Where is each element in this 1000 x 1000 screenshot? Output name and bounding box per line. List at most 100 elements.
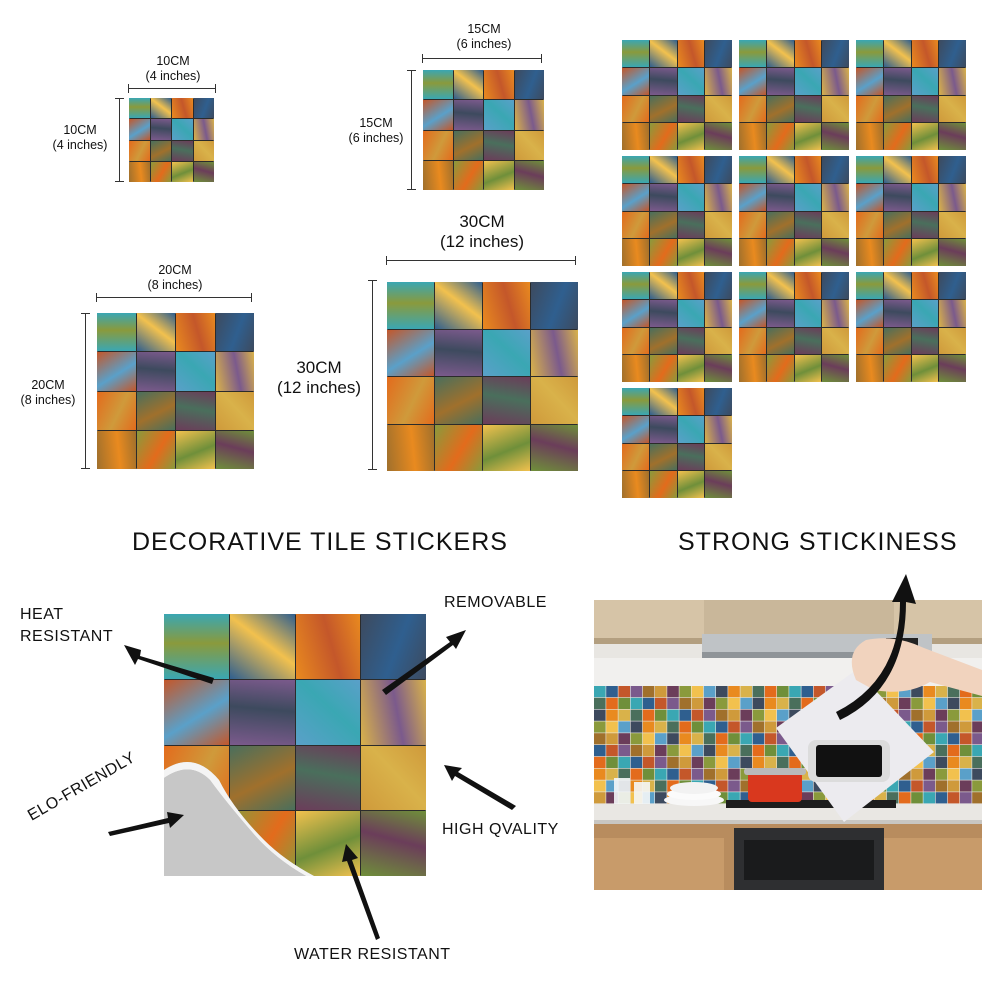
tile-cell (766, 239, 794, 266)
tile-cell (856, 272, 883, 299)
tile-cell (822, 183, 849, 211)
tile-cell (856, 67, 883, 95)
mosaic-cell (752, 745, 765, 757)
mosaic-cell (911, 792, 923, 804)
tile-cell (453, 160, 483, 190)
tile-cell (215, 352, 254, 391)
mosaic-cell (764, 721, 777, 733)
tile-cell (856, 95, 883, 123)
tile-cell (514, 70, 544, 100)
mosaic-cell (606, 792, 618, 804)
tile-cell (649, 388, 677, 415)
tile-cell (215, 430, 254, 469)
mosaic-cell (960, 733, 972, 745)
mosaic-cell (630, 686, 643, 698)
mosaic-cell (716, 709, 728, 721)
mosaic-cell (716, 733, 728, 745)
tile-cell (649, 471, 677, 498)
mosaic-cell (667, 756, 679, 768)
feature-high-quality: HIGH QVALITY (442, 821, 559, 838)
peeled-corner-graphic (164, 762, 314, 876)
mosaic-cell (740, 780, 752, 792)
tile-cell (531, 377, 578, 424)
mosaic-cell (728, 709, 740, 721)
mosaic-cell (923, 721, 935, 733)
tile-cell (97, 352, 136, 391)
mosaic-cell (594, 780, 606, 792)
mosaic-cell (789, 697, 801, 709)
mosaic-cell (703, 697, 716, 709)
mosaic-cell (728, 733, 740, 745)
tile-cell (423, 70, 453, 100)
mosaic-cell (655, 745, 667, 757)
mosaic-cell (899, 709, 911, 721)
tile-cell (766, 211, 794, 239)
mosaic-cell (618, 756, 630, 768)
mosaic-cell (972, 756, 982, 768)
mosaic-cell (655, 697, 667, 709)
pack-tile (622, 388, 732, 498)
mosaic-cell (899, 686, 911, 698)
tile-cell (150, 161, 171, 182)
tile-cell (677, 183, 705, 211)
tile-cell (939, 327, 966, 355)
mosaic-cell (594, 709, 606, 721)
tile-cell (677, 327, 705, 355)
tile-cell (939, 95, 966, 123)
tile-cell (129, 161, 150, 182)
mosaic-cell (960, 768, 972, 780)
mosaic-cell (923, 709, 935, 721)
tile-cell (856, 211, 883, 239)
tile-cell (939, 67, 966, 95)
tile-cell (453, 130, 483, 160)
tile-cell (129, 119, 150, 140)
mosaic-cell (740, 733, 752, 745)
mosaic-cell (679, 745, 691, 757)
tile-cell (766, 299, 794, 327)
mosaic-cell (972, 768, 982, 780)
tile-cell (705, 40, 732, 67)
tile-cell (794, 272, 822, 299)
tile-feature-showcase (164, 614, 426, 876)
mosaic-cell (630, 768, 643, 780)
tile-cell (856, 299, 883, 327)
tile-cell (705, 415, 732, 443)
mosaic-cell (764, 733, 777, 745)
mosaic-cell (630, 709, 643, 721)
mosaic-cell (594, 792, 606, 804)
mosaic-cell (606, 745, 618, 757)
tile-cell (435, 377, 482, 424)
tile-cell (361, 811, 426, 876)
tile-cell (883, 239, 911, 266)
tile-cell (705, 95, 732, 123)
tile-cell (387, 282, 434, 329)
mosaic-cell (728, 745, 740, 757)
tile-cell (939, 123, 966, 150)
tile-cell (649, 183, 677, 211)
tile-cell (705, 67, 732, 95)
size-30cm-width-line (386, 256, 576, 265)
mosaic-cell (911, 709, 923, 721)
mosaic-cell (752, 697, 765, 709)
tile-cell (883, 95, 911, 123)
tile-cell (136, 313, 175, 352)
mosaic-cell (594, 686, 606, 698)
tile-cell (705, 299, 732, 327)
mosaic-cell (594, 756, 606, 768)
mosaic-cell (606, 780, 618, 792)
mosaic-cell (703, 756, 716, 768)
tile-cell (822, 239, 849, 266)
tile-cell (822, 95, 849, 123)
tile-cell (766, 156, 794, 183)
mosaic-cell (935, 697, 948, 709)
size-30cm-width-label: 30CM(12 inches) (439, 212, 525, 251)
tile-cell (911, 211, 939, 239)
tile-cell (176, 313, 215, 352)
mosaic-cell (618, 697, 630, 709)
tile-cell (176, 391, 215, 430)
size-30cm-height-label: 30CM(12 inches) (276, 358, 362, 397)
tile-cell (649, 355, 677, 382)
mosaic-cell (606, 709, 618, 721)
mosaic-cell (960, 780, 972, 792)
mosaic-cell (935, 780, 948, 792)
